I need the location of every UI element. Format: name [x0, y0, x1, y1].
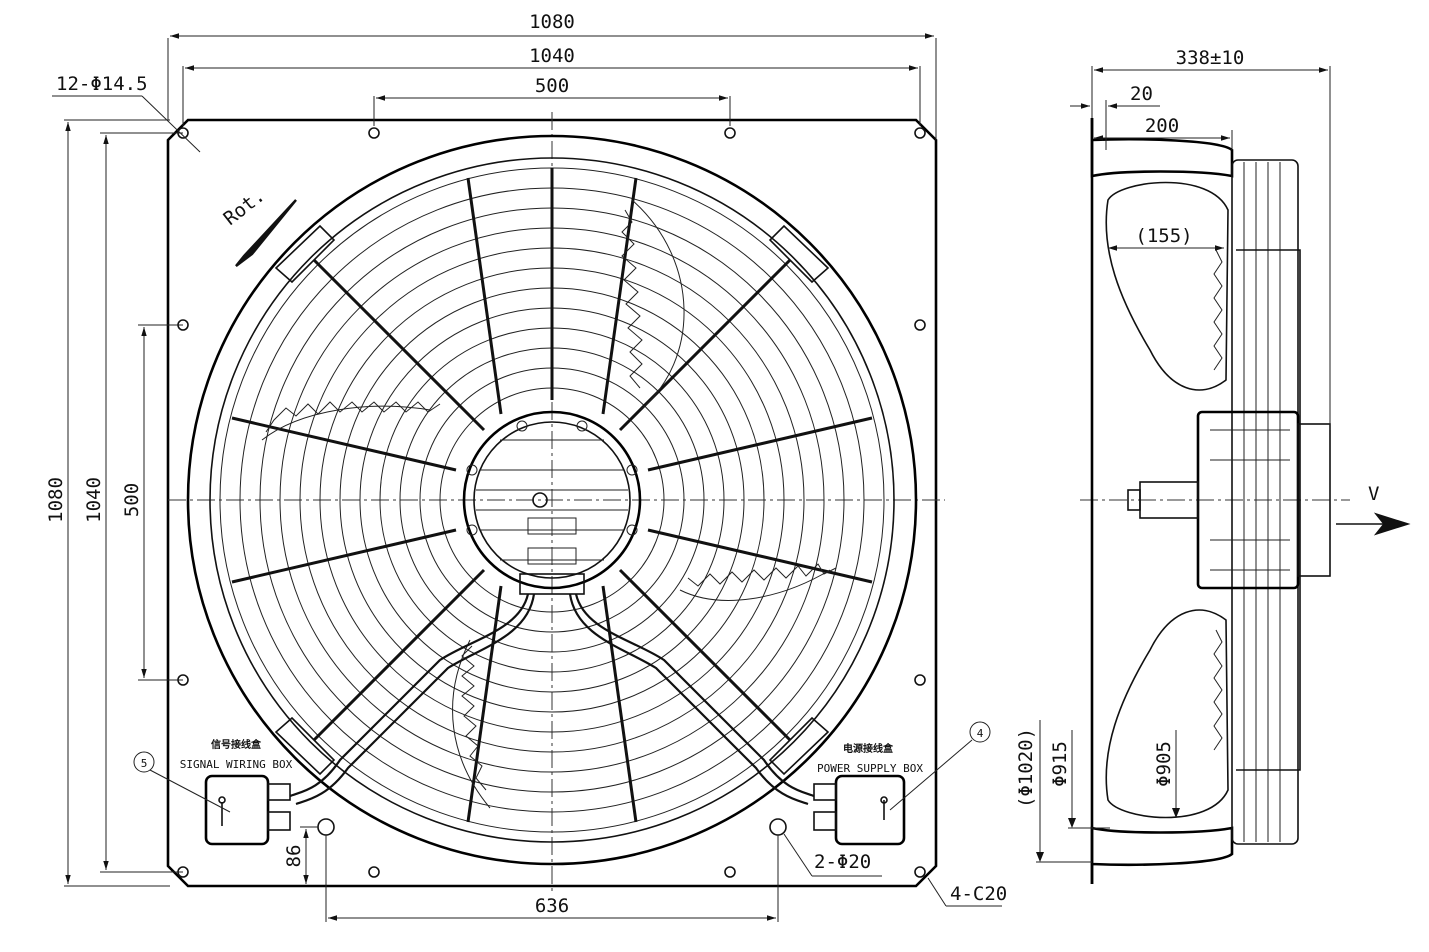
- dim-cable-hole-offset-text: 86: [283, 845, 305, 868]
- dim-ring-depth: 200: [1094, 115, 1233, 150]
- power-box-label-en: POWER SUPPLY BOX: [817, 762, 923, 775]
- dim-hole-span-height: 1040: [83, 132, 183, 873]
- dim-overall-width: 1080: [167, 11, 937, 140]
- dim-cable-hole-span: 636: [325, 835, 779, 922]
- dim-impeller-dia: Φ905: [1153, 730, 1180, 818]
- signal-box-label-cn: 信号接线盒: [211, 738, 262, 751]
- dim-overall-height: 1080: [45, 119, 170, 887]
- dim-cable-hole-offset: 86: [283, 826, 318, 884]
- dim-overall-width-text: 1080: [529, 11, 575, 33]
- dim-hole-span-width: 1040: [182, 45, 921, 126]
- dim-mid-hole-span-top-text: 500: [535, 75, 569, 97]
- dim-ring-dia-text: Φ915: [1049, 741, 1071, 787]
- front-view: Rot. 1080 1040 500 12-Φ14.5: [45, 11, 1007, 922]
- dim-blade-depth-text: (155): [1135, 225, 1192, 247]
- dim-mid-hole-span-left: 500: [121, 324, 183, 681]
- callout-cable-holes-text: 2-Φ20: [814, 851, 871, 873]
- callout-mount-holes-text: 12-Φ14.5: [56, 73, 148, 95]
- power-box-label-cn: 电源接线盒: [843, 742, 894, 755]
- dim-ring-depth-text: 200: [1145, 115, 1179, 137]
- signal-box-label-en: SIGNAL WIRING BOX: [180, 758, 293, 771]
- dim-outer-ring-dia-text: (Φ1020): [1015, 728, 1037, 808]
- dim-hole-span-height-text: 1040: [83, 477, 105, 523]
- airflow-label: V: [1368, 483, 1379, 505]
- dim-mid-hole-span-left-text: 500: [121, 483, 143, 517]
- callout-cable-holes: 2-Φ20: [783, 833, 882, 877]
- dim-impeller-dia-text: Φ905: [1153, 741, 1175, 787]
- dim-ring-dia: Φ915: [1049, 730, 1110, 829]
- cable-hole-right: [769, 818, 787, 836]
- dim-mid-hole-span-top: 500: [373, 75, 731, 126]
- side-guard: [1231, 159, 1301, 845]
- dim-overall-depth: 338±10: [1091, 47, 1331, 430]
- guard-clamps: [274, 224, 830, 776]
- side-blades: [1105, 181, 1229, 819]
- dim-cable-hole-span-text: 636: [535, 895, 569, 917]
- dim-hole-span-width-text: 1040: [529, 45, 575, 67]
- airflow-arrow: V: [1336, 483, 1411, 536]
- side-motor: [1127, 410, 1331, 590]
- cable-hole-left: [317, 818, 335, 836]
- venturi-outer-ring: [186, 134, 918, 866]
- rotation-label: Rot.: [220, 184, 270, 230]
- power-supply-box: [813, 774, 906, 846]
- dim-blade-depth: (155): [1108, 225, 1224, 251]
- rotation-arrow: [235, 199, 297, 267]
- callout-chamfer: 4-C20: [927, 877, 1007, 907]
- power-box-number: 4: [977, 727, 984, 740]
- venturi-profile-bottom: [1090, 826, 1234, 884]
- dim-overall-height-text: 1080: [45, 477, 67, 523]
- dim-flange-offset: 20: [1070, 83, 1160, 150]
- callout-chamfer-text: 4-C20: [950, 883, 1007, 905]
- dim-flange-offset-text: 20: [1130, 83, 1153, 105]
- venturi-inner-ring: [209, 157, 895, 843]
- motor-hub: [462, 410, 642, 595]
- dim-outer-ring-dia: (Φ1020): [1015, 720, 1092, 863]
- cables: [289, 593, 815, 806]
- signal-wiring-box: [204, 774, 291, 846]
- power-box-labels: 4 电源接线盒 POWER SUPPLY BOX: [817, 721, 991, 811]
- signal-box-labels: 5 信号接线盒 SIGNAL WIRING BOX: [133, 738, 293, 813]
- side-view: V 338±10 20 200 (155) (Φ: [1015, 47, 1411, 884]
- dim-overall-depth-text: 338±10: [1176, 47, 1245, 69]
- callout-mount-holes: 12-Φ14.5: [52, 73, 201, 153]
- signal-box-number: 5: [141, 757, 148, 770]
- mounting-plate: [166, 118, 938, 888]
